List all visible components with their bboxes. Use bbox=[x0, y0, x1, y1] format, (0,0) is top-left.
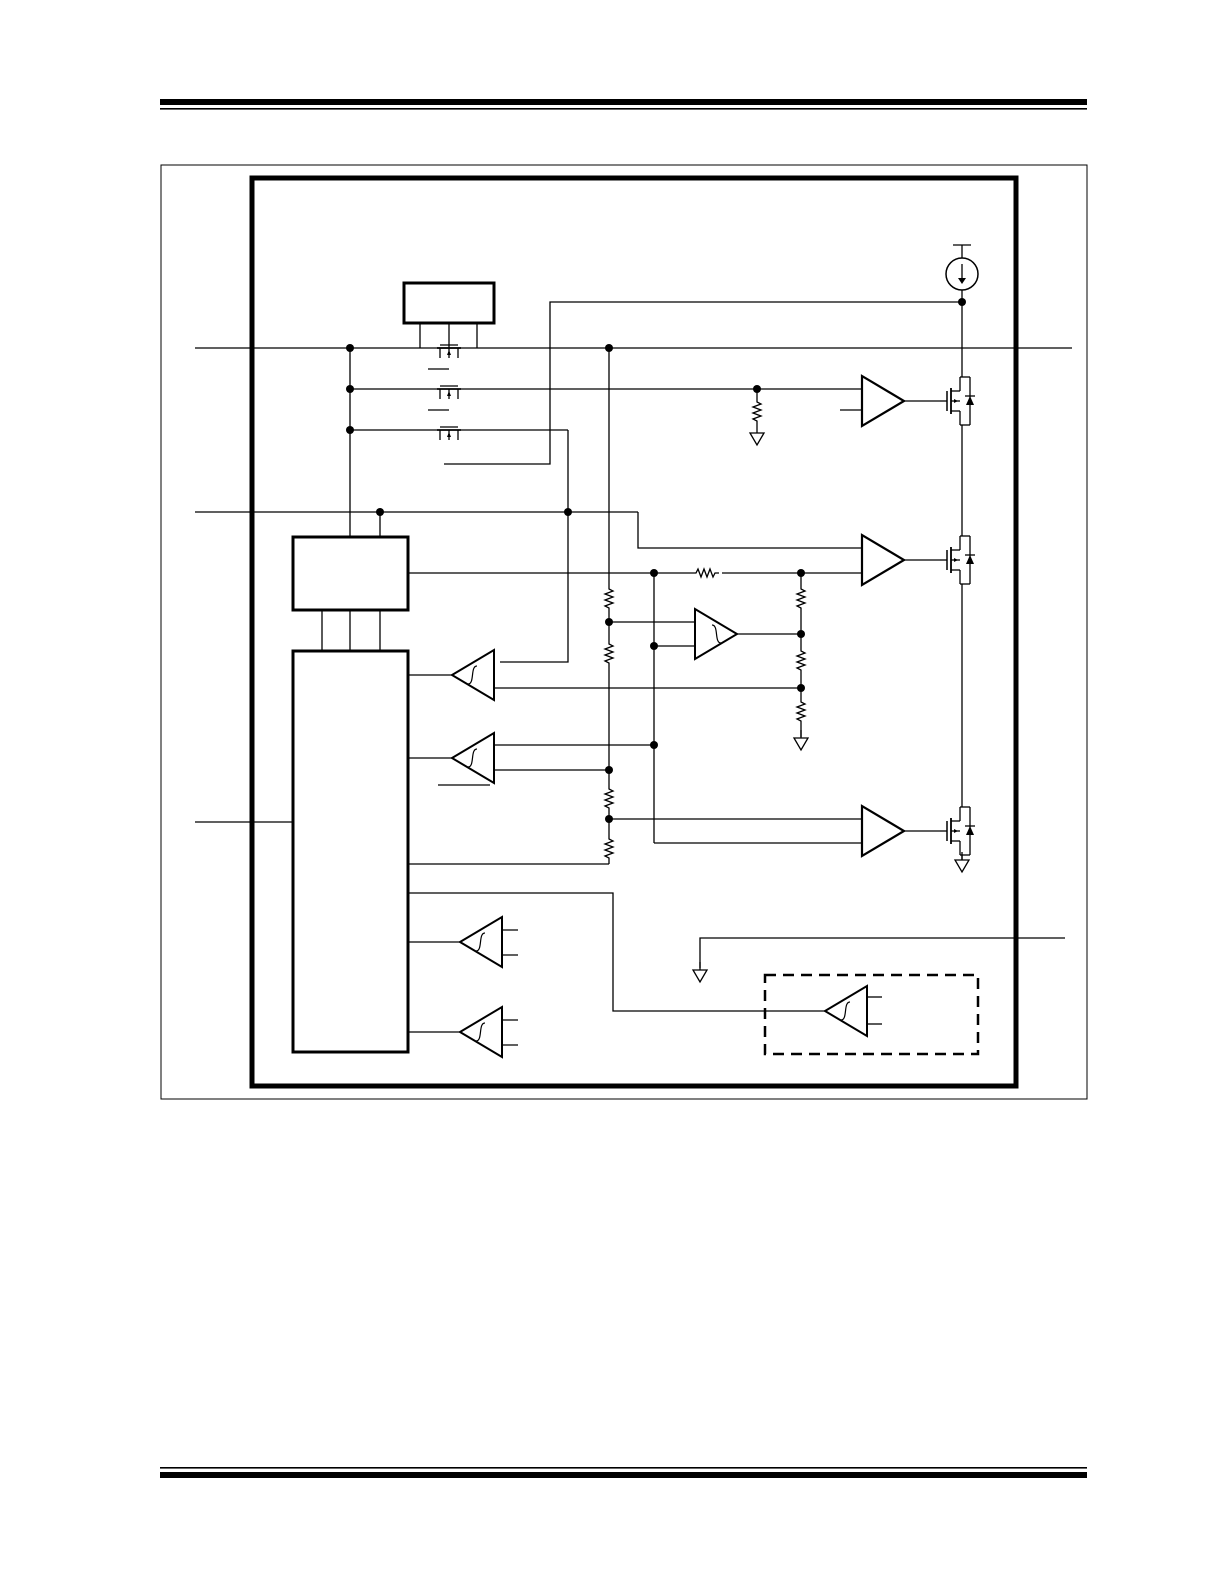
comparator-5 bbox=[824, 985, 868, 1037]
output-buffer-3 bbox=[860, 804, 906, 858]
figure-frame bbox=[160, 164, 1088, 1100]
current-source bbox=[945, 244, 979, 291]
ground-right-divider bbox=[793, 729, 809, 751]
top-box bbox=[402, 281, 496, 325]
resistor-right-a bbox=[796, 584, 806, 613]
dashed-optional-block bbox=[763, 973, 980, 1056]
comparator-1 bbox=[451, 649, 495, 701]
logic-block bbox=[291, 649, 410, 1054]
mosfet-3 bbox=[939, 806, 976, 856]
resistor-divider-c bbox=[604, 784, 614, 813]
output-buffer-2 bbox=[860, 533, 906, 587]
ground-pulldown bbox=[749, 424, 765, 446]
comparator-3 bbox=[459, 916, 503, 968]
resistor-horizontal bbox=[691, 568, 720, 578]
middle-left-box bbox=[291, 535, 410, 612]
resistor-divider-b bbox=[604, 639, 614, 668]
comparator-6 bbox=[694, 608, 738, 660]
wires bbox=[195, 290, 1072, 1046]
mosfet-2 bbox=[939, 535, 976, 585]
output-buffer-1 bbox=[860, 374, 906, 428]
header-rule bbox=[160, 99, 1087, 110]
device-boundary bbox=[249, 175, 1019, 1089]
resistor-pulldown bbox=[752, 397, 762, 426]
resistor-divider-d bbox=[604, 834, 614, 863]
footer-rule bbox=[160, 1467, 1087, 1478]
comparator-2 bbox=[451, 732, 495, 784]
resistor-right-b bbox=[796, 646, 806, 675]
comparator-4 bbox=[459, 1006, 503, 1058]
resistor-divider-a bbox=[604, 584, 614, 613]
mosfet-1 bbox=[939, 376, 976, 426]
switch-transistor-3 bbox=[436, 426, 462, 441]
resistor-right-c bbox=[796, 697, 806, 726]
ground-external bbox=[692, 961, 708, 983]
switch-transistor-2 bbox=[436, 385, 462, 400]
